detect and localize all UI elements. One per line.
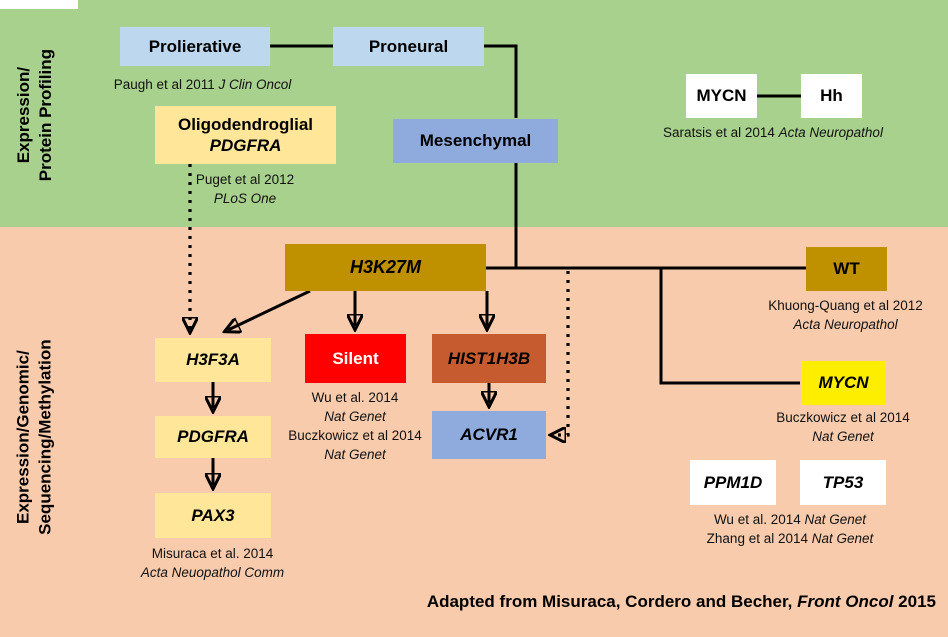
node-mycn-top: MYCN [686, 74, 757, 118]
citation-saratsis-journal: Acta Neuropathol [778, 125, 883, 140]
citation-wu-zhang: Wu et al. 2014 Nat Genet Zhang et al 201… [685, 511, 895, 549]
node-pax3: PAX3 [155, 493, 271, 538]
citation-buczkowicz-text: Buczkowicz et al 2014 [288, 427, 422, 443]
node-h3k27m: H3K27M [285, 244, 486, 291]
citation-puget-journal: PLoS One [213, 190, 277, 206]
citation-wu-zhang-line2-journal: Nat Genet [811, 530, 874, 546]
node-silent: Silent [305, 334, 406, 383]
top-section-label: Expression/ Protein Profiling [0, 15, 70, 215]
node-oligodendroglial-gene: PDGFRA [209, 136, 282, 155]
citation-buczkowicz-right-text: Buczkowicz et al 2014 [776, 410, 910, 425]
attribution-caption: Adapted from Misuraca, Cordero and Beche… [400, 592, 936, 612]
node-oligodendroglial-label: Oligodendroglial [177, 114, 314, 134]
citation-buczkowicz-right: Buczkowicz et al 2014 Nat Genet [758, 409, 928, 447]
citation-wu-text: Wu et al. 2014 [311, 390, 399, 405]
node-mycn-bottom-label: MYCN [818, 373, 869, 393]
citation-khuong-quang-text: Khuong-Quang et al 2012 [768, 298, 923, 313]
attribution-journal: Front Oncol [797, 592, 894, 611]
citation-wu-journal: Nat Genet [324, 408, 386, 424]
citation-paugh: Paugh et al 2011 J Clin Oncol [100, 76, 305, 95]
attribution-text: Adapted from Misuraca, Cordero and Beche… [426, 592, 798, 611]
node-h3f3a-label: H3F3A [186, 350, 240, 370]
citation-saratsis-text: Saratsis et al 2014 [663, 125, 779, 140]
node-h3f3a: H3F3A [155, 338, 271, 382]
citation-wu-buczkowicz: Wu et al. 2014 Nat Genet Buczkowicz et a… [280, 389, 430, 465]
node-mesenchymal: Mesenchymal [393, 119, 558, 163]
node-proneural-label: Proneural [368, 36, 449, 56]
node-h3k27m-label: H3K27M [349, 257, 422, 278]
node-wt-label: WT [833, 259, 860, 279]
node-hh-label: Hh [820, 86, 843, 106]
citation-khuong-quang-journal: Acta Neuropathol [793, 316, 898, 332]
node-silent-label: Silent [332, 348, 379, 368]
citation-misuraca-journal: Acta Neuopathol Comm [140, 564, 285, 580]
node-wt: WT [806, 247, 887, 291]
citation-saratsis: Saratsis et al 2014 Acta Neuropathol [658, 124, 888, 143]
citation-paugh-journal: J Clin Oncol [218, 77, 292, 92]
node-acvr1: ACVR1 [432, 411, 546, 459]
node-proliferative: Prolierative [120, 27, 270, 66]
bottom-section-label-line2: Sequencing/Methylation [36, 339, 55, 535]
top-section-label-line1: Expression/ [13, 66, 33, 164]
node-tp53-label: TP53 [822, 472, 864, 492]
node-mycn-bottom: MYCN [801, 361, 886, 405]
page-margin [0, 0, 78, 9]
citation-paugh-text: Paugh et al 2011 [113, 77, 219, 92]
citation-misuraca: Misuraca et al. 2014 Acta Neuopathol Com… [125, 545, 300, 583]
node-oligodendroglial: Oligodendroglial PDGFRA [155, 106, 336, 164]
citation-buczkowicz-right-journal: Nat Genet [812, 428, 874, 444]
bottom-section-label: Expression/Genomic/ Sequencing/Methylati… [0, 292, 70, 582]
node-tp53: TP53 [800, 460, 886, 505]
bottom-section-label-text: Expression/Genomic/ Sequencing/Methylati… [13, 339, 57, 535]
citation-khuong-quang: Khuong-Quang et al 2012 Acta Neuropathol [758, 297, 933, 335]
top-section-label-text: Expression/ Protein Profiling [13, 49, 57, 181]
attribution-year: 2015 [893, 592, 936, 611]
node-mycn-top-label: MYCN [696, 86, 747, 106]
node-pdgfra-label: PDGFRA [177, 427, 249, 447]
node-hist1h3b: HIST1H3B [432, 334, 546, 383]
node-mesenchymal-label: Mesenchymal [419, 131, 532, 151]
node-acvr1-label: ACVR1 [460, 425, 518, 445]
node-hh: Hh [801, 74, 862, 118]
node-ppm1d-label: PPM1D [703, 472, 763, 492]
node-pax3-label: PAX3 [191, 505, 235, 525]
citation-wu-zhang-line2-text: Zhang et al 2014 [706, 530, 812, 546]
citation-buczkowicz-journal: Nat Genet [324, 446, 386, 462]
node-proliferative-label: Prolierative [148, 36, 242, 56]
node-hist1h3b-label: HIST1H3B [447, 348, 531, 368]
bottom-section-label-line1: Expression/Genomic/ [13, 350, 33, 524]
node-ppm1d: PPM1D [690, 460, 776, 505]
node-pdgfra: PDGFRA [155, 416, 271, 458]
node-proneural: Proneural [333, 27, 484, 66]
citation-puget: Puget et al 2012 PLoS One [175, 171, 315, 209]
citation-wu-zhang-line1-text: Wu et al. 2014 [713, 512, 805, 527]
top-section-label-line2: Protein Profiling [36, 48, 56, 182]
citation-wu-zhang-line1-journal: Nat Genet [804, 512, 867, 527]
citation-puget-text: Puget et al 2012 [195, 172, 295, 187]
citation-misuraca-text: Misuraca et al. 2014 [151, 546, 274, 561]
